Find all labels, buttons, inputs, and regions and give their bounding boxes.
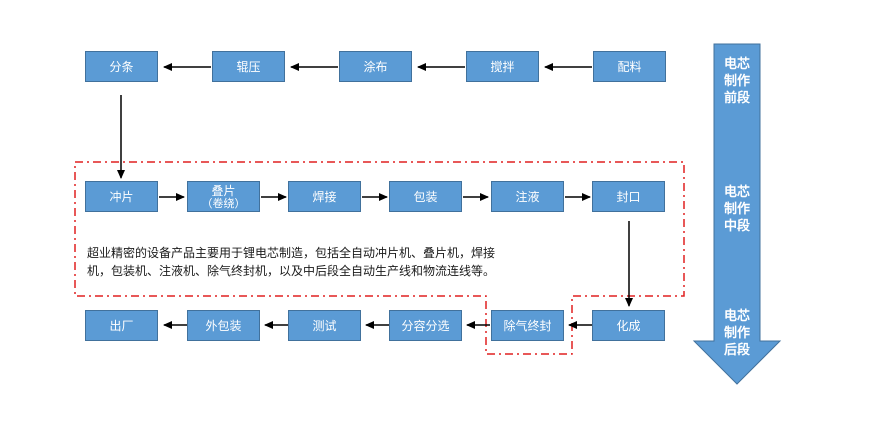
stage-text: 制作: [723, 326, 750, 341]
stage-label-middle: 电芯 制作 中段: [717, 184, 757, 235]
stage-text: 中段: [723, 219, 750, 234]
description-line: 超业精密的设备产品主要用于锂电芯制造，包括全自动冲片机、叠片机，焊接: [87, 246, 496, 260]
stage-label-front: 电芯 制作 前段: [717, 56, 757, 107]
stage-text: 电芯: [723, 57, 750, 72]
step-gunya: 辊压: [212, 51, 285, 82]
stage-label-back: 电芯 制作 后段: [717, 308, 757, 359]
stage-text: 电芯: [723, 309, 750, 324]
step-label: 封口: [616, 189, 641, 204]
step-jiaoban: 搅拌: [466, 51, 539, 82]
step-chuchang: 出厂: [85, 310, 158, 341]
stage-text: 制作: [723, 202, 750, 217]
step-peiliao: 配料: [593, 51, 666, 82]
step-diepian: 叠片（卷绕）: [187, 181, 260, 212]
description-line: 机，包装机、注液机、除气终封机，以及中后段全自动生产线和物流连线等。: [87, 264, 496, 278]
step-fenrongfenxuan: 分容分选: [389, 310, 462, 341]
step-label: 配料: [617, 59, 642, 74]
step-fentiao: 分条: [85, 51, 158, 82]
step-label: 分容分选: [401, 318, 450, 333]
step-label: 叠片: [211, 183, 236, 198]
step-ceshi: 测试: [288, 310, 361, 341]
step-hanjie: 焊接: [288, 181, 361, 212]
step-label: 涂布: [363, 59, 388, 74]
step-label: 搅拌: [490, 59, 515, 74]
step-label: 除气终封: [503, 318, 552, 333]
step-label: 焊接: [312, 189, 337, 204]
stage-text: 前段: [723, 91, 750, 106]
step-label: 外包装: [205, 318, 242, 333]
step-waibaozhuang: 外包装: [187, 310, 260, 341]
step-baozhuang: 包装: [389, 181, 462, 212]
dashed-region-outline: [74, 161, 685, 355]
equipment-description: 超业精密的设备产品主要用于锂电芯制造，包括全自动冲片机、叠片机，焊接 机，包装机…: [87, 244, 557, 280]
step-label: 分条: [109, 59, 134, 74]
step-sublabel: （卷绕）: [201, 196, 246, 210]
stage-arrow: [692, 43, 782, 385]
step-label: 测试: [312, 318, 337, 333]
step-chuqizhongfeng: 除气终封: [491, 310, 564, 341]
step-tubu: 涂布: [339, 51, 412, 82]
stage-text: 后段: [723, 343, 750, 358]
step-fengkou: 封口: [592, 181, 665, 212]
step-zhuye: 注液: [491, 181, 564, 212]
step-label: 冲片: [109, 189, 134, 204]
stage-text: 电芯: [723, 185, 750, 200]
step-label: 注液: [515, 189, 540, 204]
step-chongpian: 冲片: [85, 181, 158, 212]
step-huacheng: 化成: [592, 310, 665, 341]
step-label: 辊压: [236, 59, 261, 74]
stage-text: 制作: [723, 74, 750, 89]
step-label: 包装: [413, 189, 438, 204]
step-label: 化成: [616, 318, 641, 333]
step-label: 出厂: [109, 318, 134, 333]
